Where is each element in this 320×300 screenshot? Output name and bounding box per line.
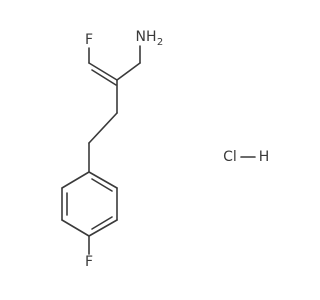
molecule-diagram: F NH 2 F Cl H <box>61 29 270 270</box>
atom-label-chlorine: Cl <box>223 149 237 165</box>
atom-label-fluorine-aryl: F <box>85 254 93 270</box>
ring-bond-6 <box>61 171 90 189</box>
bond-double-c-c <box>88 62 118 81</box>
atom-label-fluorine-vinyl: F <box>85 32 93 48</box>
atom-label-amine: NH <box>136 29 157 45</box>
ring-double-1 <box>91 178 113 192</box>
bond-ch2-ch2 <box>88 112 118 144</box>
atom-label-hydrogen: H <box>259 149 270 165</box>
ring-bond-4 <box>61 219 90 237</box>
structure-canvas: F NH 2 F Cl H <box>61 29 270 270</box>
ring-double-2 <box>91 216 113 230</box>
ring-bond-1 <box>88 171 118 189</box>
atom-label-amine-subscript: 2 <box>157 37 163 48</box>
ring-bond-3 <box>88 219 118 237</box>
bond-c-ch2 <box>116 62 141 81</box>
bond-double-c-c-inner <box>91 69 117 86</box>
